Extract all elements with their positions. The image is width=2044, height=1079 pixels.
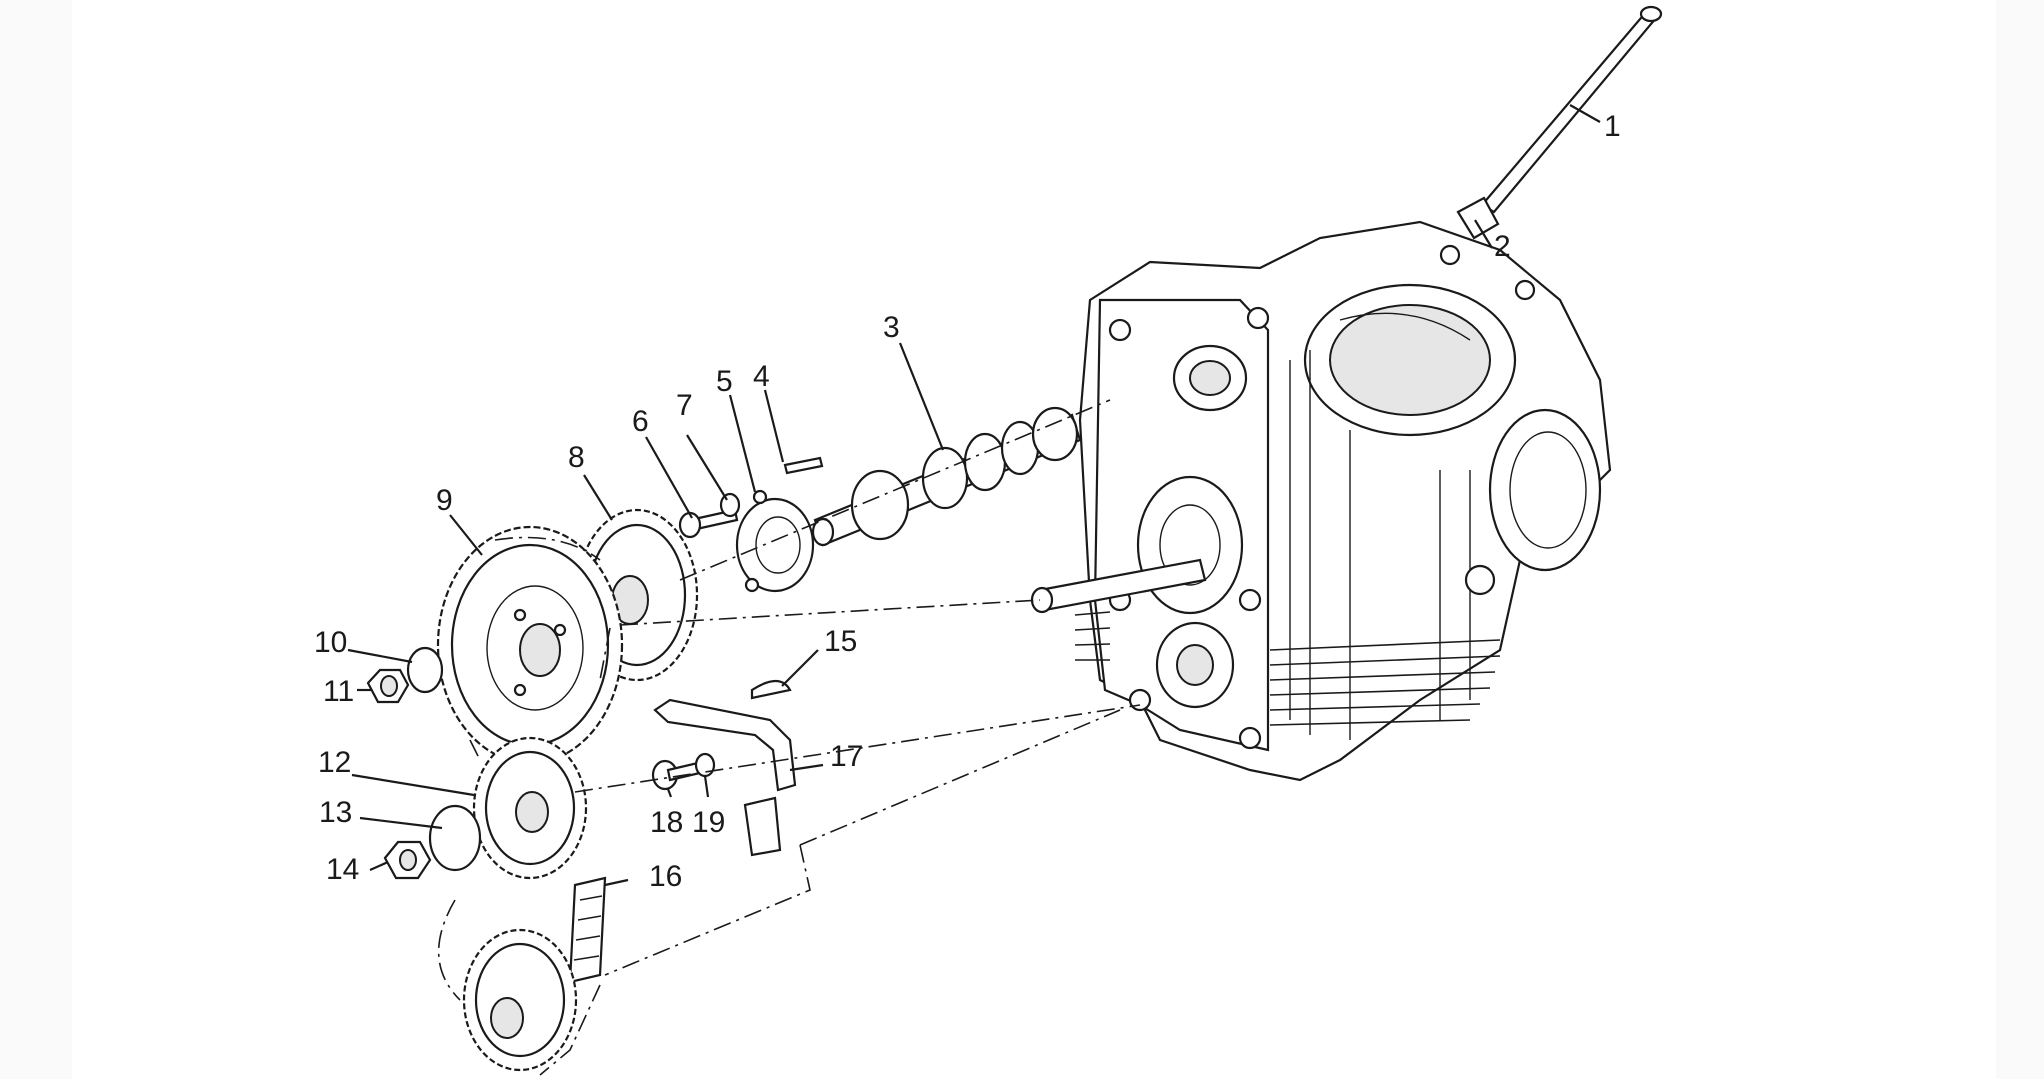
part-14-nut [383,840,432,880]
callout-10: 10 [314,626,347,659]
callout-6: 6 [632,405,649,438]
part-9-gear [436,525,624,765]
part-3-camshaft [811,406,1082,547]
crank-sprocket [462,928,578,1072]
part-17-bracket [653,698,797,857]
right-margin [1996,0,2044,1079]
callout-8: 8 [568,441,585,474]
part-13-washer [428,804,482,872]
callout-14: 14 [326,853,359,886]
assembly-lines [437,399,1141,1076]
left-margin [0,0,72,1079]
callout-17: 17 [830,740,863,773]
callout-3: 3 [883,311,900,344]
part-5-flange [735,489,815,593]
callout-2: 2 [1494,230,1511,263]
callout-12: 12 [318,746,351,779]
callout-1: 1 [1604,110,1621,143]
callout-16: 16 [649,860,682,893]
callout-4: 4 [753,360,770,393]
part-10-washer [406,646,444,694]
part-2-tappet [1456,196,1500,240]
part-7-washer [719,492,741,518]
crankshaft-end [1030,586,1054,614]
callout-5: 5 [716,365,733,398]
leader-lines [347,104,1601,887]
part-11-nut [366,668,410,704]
callout-7: 7 [676,389,693,422]
callout-19: 19 [692,806,725,839]
callout-13: 13 [319,796,352,829]
crankcase [1074,220,1612,782]
callout-15: 15 [824,625,857,658]
part-12-sprocket [472,736,588,880]
callout-18: 18 [650,806,683,839]
callout-9: 9 [436,484,453,517]
part-15-woodruff-key [750,679,792,700]
part-16-chain [568,876,607,984]
part-4-key [783,456,824,475]
callout-11: 11 [323,675,354,708]
part-1-pushrod [1480,5,1663,214]
